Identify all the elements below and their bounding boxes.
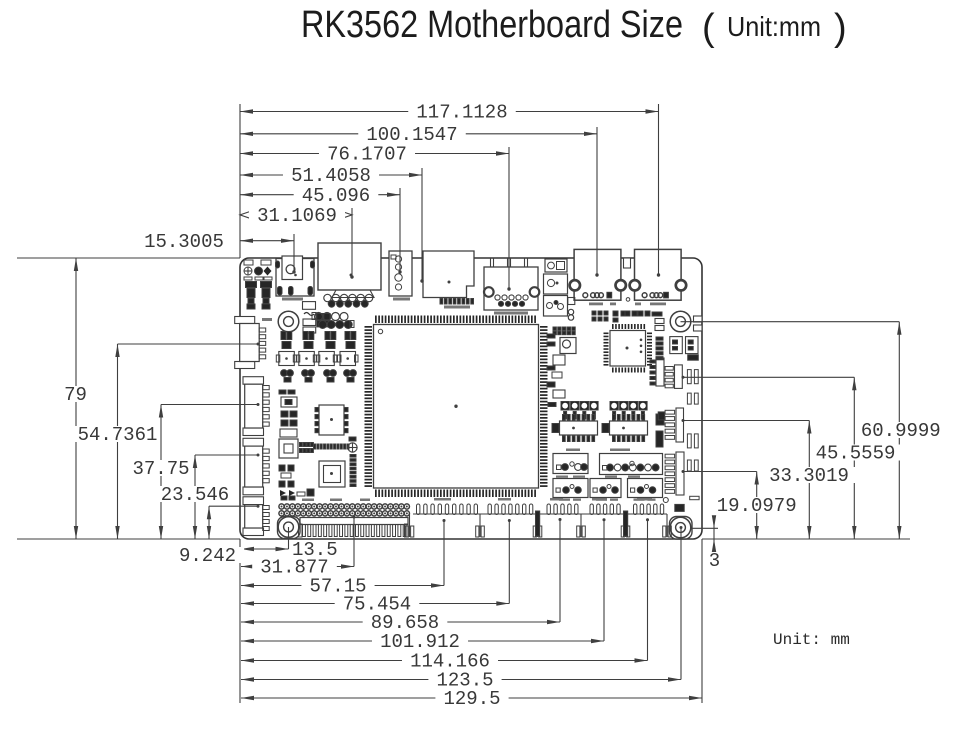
- svg-text:37.75: 37.75: [132, 458, 189, 480]
- svg-text:23.546: 23.546: [161, 484, 229, 506]
- svg-text:33.3019: 33.3019: [769, 465, 849, 487]
- svg-text:15.3005: 15.3005: [144, 231, 224, 253]
- svg-text:75.454: 75.454: [343, 594, 411, 616]
- svg-text:79: 79: [64, 384, 87, 406]
- svg-text:89.658: 89.658: [371, 612, 439, 634]
- svg-text:(: (: [702, 7, 715, 49]
- svg-text:57.15: 57.15: [309, 576, 366, 598]
- svg-text:76.1707: 76.1707: [327, 144, 407, 166]
- svg-text:51.4058: 51.4058: [291, 165, 371, 187]
- svg-text:Unit:mm: Unit:mm: [727, 11, 821, 42]
- svg-text:13.5: 13.5: [292, 539, 338, 561]
- svg-text:60.9999: 60.9999: [861, 420, 941, 442]
- svg-text:RK3562 Motherboard Size: RK3562 Motherboard Size: [301, 4, 683, 46]
- svg-text:129.5: 129.5: [443, 688, 500, 710]
- svg-text:114.166: 114.166: [410, 651, 490, 673]
- svg-text:): ): [834, 7, 847, 49]
- svg-text:9.242: 9.242: [179, 545, 236, 567]
- svg-text:123.5: 123.5: [436, 670, 493, 692]
- svg-text:101.912: 101.912: [380, 631, 460, 653]
- svg-text:45.096: 45.096: [302, 185, 370, 207]
- svg-text:31.877: 31.877: [260, 557, 328, 579]
- svg-text:31.1069: 31.1069: [257, 205, 337, 227]
- svg-text:100.1547: 100.1547: [366, 124, 457, 146]
- svg-text:45.5559: 45.5559: [816, 443, 896, 465]
- svg-text:19.0979: 19.0979: [717, 495, 797, 517]
- svg-text:Unit: mm: Unit: mm: [773, 631, 850, 649]
- svg-text:54.7361: 54.7361: [78, 424, 158, 446]
- svg-text:3: 3: [709, 550, 720, 572]
- svg-text:117.1128: 117.1128: [416, 102, 507, 124]
